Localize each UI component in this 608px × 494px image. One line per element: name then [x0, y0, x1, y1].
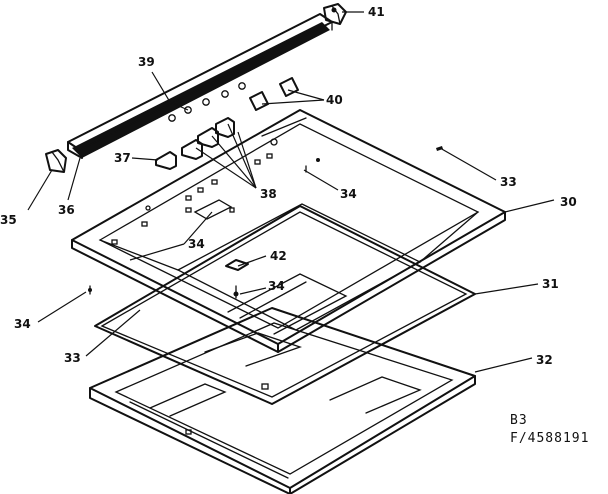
callout-34-frame: 34: [188, 237, 205, 251]
callout-36: 36: [58, 203, 75, 217]
callout-42: 42: [270, 249, 287, 263]
end-cap-part-35: [45, 149, 67, 173]
callout-33-bottom: 33: [64, 351, 81, 365]
callout-39: 39: [138, 55, 155, 69]
callout-31: 31: [542, 277, 559, 291]
callout-33-top: 33: [500, 175, 517, 189]
drawing-number: F/4588191: [510, 431, 589, 446]
fasteners: [88, 146, 443, 299]
callout-34-upper: 34: [340, 187, 357, 201]
callout-32: 32: [536, 353, 553, 367]
callout-38: 38: [260, 187, 277, 201]
callout-41: 41: [368, 5, 385, 19]
callout-35: 35: [0, 213, 17, 227]
drawing-reference: B3 F/4588191: [510, 413, 589, 446]
end-cap-part-41: [323, 3, 347, 25]
leader-lines: [27, 11, 555, 373]
callout-30: 30: [560, 195, 577, 209]
callout-40: 40: [326, 93, 343, 107]
top-bar-part-36: [67, 13, 333, 159]
clips-part-40: [249, 77, 299, 111]
screws-part-39: [168, 82, 246, 122]
brackets-part-37-38: [155, 117, 235, 170]
callout-34-left: 34: [14, 317, 31, 331]
frame-part-30: [71, 109, 506, 353]
sheet-code: B3: [510, 413, 528, 428]
callouts: 41 39 40 37 38 33 34 35 36 30 34 42 34 3…: [0, 5, 577, 367]
callout-34-center: 34: [268, 279, 285, 293]
gasket-part-31: [94, 205, 476, 405]
base-panel-part-32: [89, 307, 476, 494]
callout-37: 37: [114, 151, 131, 165]
